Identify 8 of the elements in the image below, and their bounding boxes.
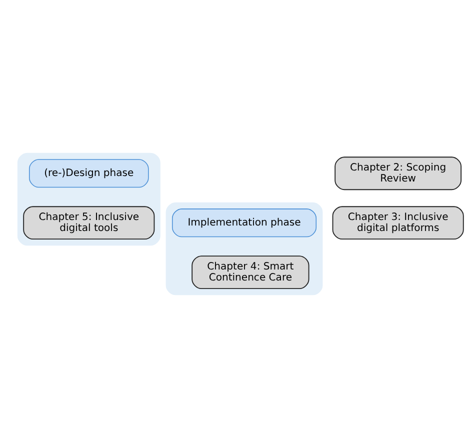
- node-box: (re-)Design phase: [29, 158, 149, 188]
- node-box: Implementation phase: [172, 208, 317, 237]
- node-box: Chapter 3: Inclusive digital platforms: [332, 206, 464, 240]
- cluster: [17, 152, 160, 246]
- node-box: Chapter 4: Smart Continence Care: [192, 255, 310, 288]
- node-box: Chapter 5: Inclusive digital tools: [23, 206, 155, 240]
- node-box: Chapter 2: Scoping Review: [334, 156, 462, 190]
- cluster: [166, 202, 323, 295]
